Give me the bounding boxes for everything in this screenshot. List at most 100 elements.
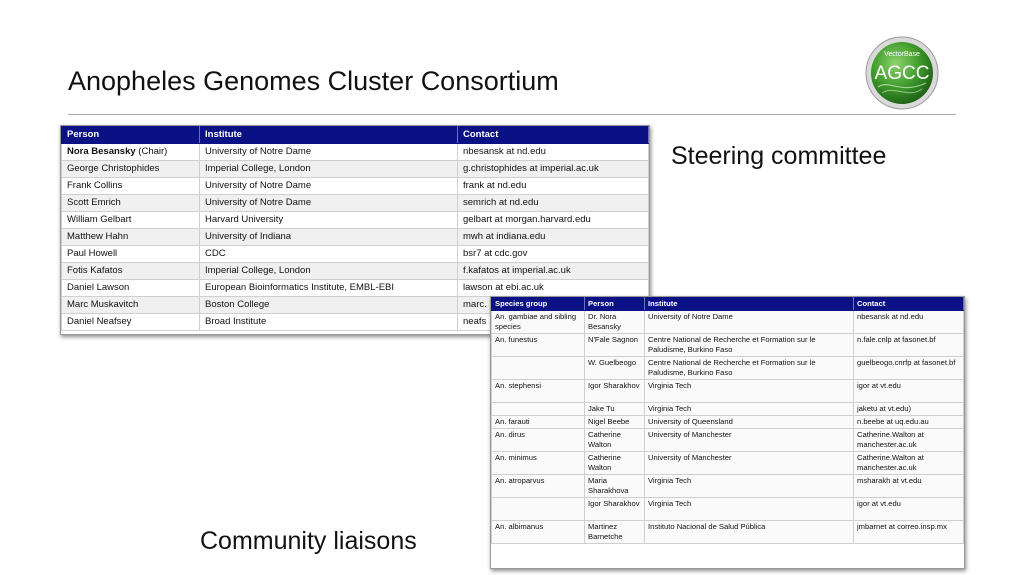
person-cell: Daniel Neafsey (61, 313, 200, 331)
institute-cell: Virginia Tech (644, 497, 854, 521)
institute-cell: University of Indiana (199, 228, 458, 246)
species-group-cell: An. minimus (491, 451, 585, 475)
contact-cell: igor at vt.edu (853, 497, 964, 521)
contact-cell: nbesansk at nd.edu (457, 143, 649, 161)
person-cell: W. Guelbeogo (584, 356, 645, 380)
title-divider (68, 114, 956, 115)
steering-caption: Steering committee (671, 142, 887, 170)
species-group-cell (491, 497, 585, 521)
species-group-cell: An. albimanus (491, 520, 585, 544)
header-species-group: Species group (491, 297, 585, 311)
community-liaisons-table: Species group Person Institute Contact A… (490, 296, 965, 569)
header-contact: Contact (853, 297, 964, 311)
person-name: Marc Muskavitch (67, 299, 139, 310)
header-institute: Institute (644, 297, 854, 311)
institute-cell: University of Notre Dame (199, 143, 458, 161)
institute-cell: Centre National de Recherche et Formatio… (644, 356, 854, 380)
species-group-cell: An. stephensi (491, 379, 585, 403)
institute-cell: Centre National de Recherche et Formatio… (644, 333, 854, 357)
person-name: Matthew Hahn (67, 231, 129, 242)
contact-cell: lawson at ebi.ac.uk (457, 279, 649, 297)
species-group-cell: An. farauti (491, 415, 585, 429)
person-name: Daniel Neafsey (67, 316, 132, 327)
person-name: Paul Howell (67, 248, 118, 259)
contact-cell: Catherine.Walton at manchester.ac.uk (853, 451, 964, 475)
species-group-cell (491, 402, 585, 416)
contact-cell: semrich at nd.edu (457, 194, 649, 212)
person-cell: Marc Muskavitch (61, 296, 200, 314)
contact-cell: frank at nd.edu (457, 177, 649, 195)
person-cell: N'Fale Sagnon (584, 333, 645, 357)
institute-cell: University of Notre Dame (199, 194, 458, 212)
person-name: Daniel Lawson (67, 282, 130, 293)
person-cell: Paul Howell (61, 245, 200, 263)
contact-cell: igor at vt.edu (853, 379, 964, 403)
species-group-cell: An. atroparvus (491, 474, 585, 498)
institute-cell: Harvard University (199, 211, 458, 229)
contact-cell: msharakh at vt.edu (853, 474, 964, 498)
institute-cell: Virginia Tech (644, 474, 854, 498)
header-contact: Contact (457, 126, 649, 144)
institute-cell: CDC (199, 245, 458, 263)
person-cell: Jake Tu (584, 402, 645, 416)
contact-cell: g.christophides at imperial.ac.uk (457, 160, 649, 178)
institute-cell: European Bioinformatics Institute, EMBL-… (199, 279, 458, 297)
person-cell: Fotis Kafatos (61, 262, 200, 280)
logo-top-text: VectorBase (884, 51, 920, 58)
table-row: Nora Besansky (Chair)University of Notre… (61, 143, 649, 161)
person-cell: Catherine Walton (584, 428, 645, 452)
institute-cell: University of Manchester (644, 451, 854, 475)
person-role: (Chair) (135, 146, 168, 157)
contact-cell: nbesansk at nd.edu (853, 310, 964, 334)
contact-cell: f.kafatos at imperial.ac.uk (457, 262, 649, 280)
steering-header-row: Person Institute Contact (61, 126, 649, 144)
community-header-row: Species group Person Institute Contact (491, 297, 964, 311)
person-cell: Martinez Barnetche (584, 520, 645, 544)
header-person: Person (584, 297, 645, 311)
species-group-cell: An. dirus (491, 428, 585, 452)
person-cell: Nigel Beebe (584, 415, 645, 429)
person-cell: George Christophides (61, 160, 200, 178)
institute-cell: Broad Institute (199, 313, 458, 331)
contact-cell: mwh at indiana.edu (457, 228, 649, 246)
person-cell: William Gelbart (61, 211, 200, 229)
institute-cell: University of Notre Dame (644, 310, 854, 334)
agcc-logo: VectorBase AGCC (865, 36, 939, 110)
institute-cell: Virginia Tech (644, 402, 854, 416)
species-group-cell: An. gambiae and sibling species (491, 310, 585, 334)
contact-cell: Catherine.Walton at manchester.ac.uk (853, 428, 964, 452)
person-cell: Igor Sharakhov (584, 379, 645, 403)
person-cell: Maria Sharakhova (584, 474, 645, 498)
person-name: Frank Collins (67, 180, 123, 191)
institute-cell: University of Notre Dame (199, 177, 458, 195)
person-cell: Dr. Nora Besansky (584, 310, 645, 334)
contact-cell: gelbart at morgan.harvard.edu (457, 211, 649, 229)
institute-cell: University of Manchester (644, 428, 854, 452)
contact-cell: n.fale.cnlp at fasonet.bf (853, 333, 964, 357)
species-group-cell (491, 356, 585, 380)
institute-cell: Boston College (199, 296, 458, 314)
person-cell: Nora Besansky (Chair) (61, 143, 200, 161)
contact-cell: guelbeogo.cnrfp at fasonet.bf (853, 356, 964, 380)
institute-cell: Virginia Tech (644, 379, 854, 403)
slide-title: Anopheles Genomes Cluster Consortium (68, 66, 559, 96)
person-name: Scott Emrich (67, 197, 121, 208)
species-group-cell: An. funestus (491, 333, 585, 357)
person-name: Nora Besansky (67, 146, 136, 157)
person-cell: Matthew Hahn (61, 228, 200, 246)
institute-cell: Instituto Nacional de Salud Pública (644, 520, 854, 544)
person-cell: Frank Collins (61, 177, 200, 195)
institute-cell: Imperial College, London (199, 160, 458, 178)
